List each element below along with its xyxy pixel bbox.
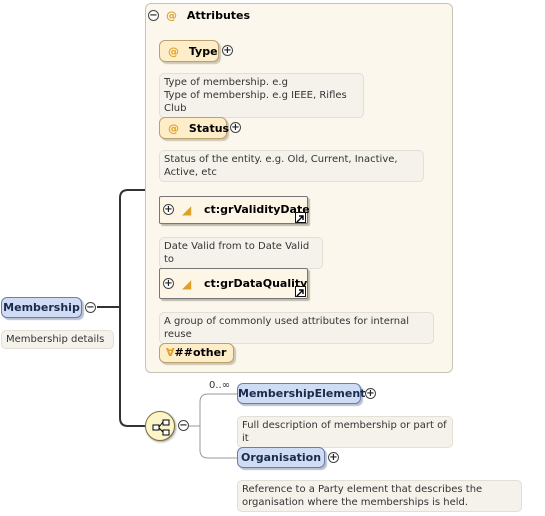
attributes-header-label: Attributes bbox=[186, 9, 251, 22]
validity-group-label: ct:grValidityDate bbox=[204, 203, 310, 216]
root-collapse-toggle[interactable]: − bbox=[85, 302, 96, 313]
attributes-collapse-toggle[interactable]: − bbox=[148, 10, 159, 21]
organisation-desc-line: Reference to a Party element that descri… bbox=[242, 484, 483, 495]
membership-element-description: Full description of membership or part o… bbox=[237, 416, 453, 448]
sequence-collapse-toggle[interactable]: − bbox=[178, 420, 189, 431]
validity-expand-toggle[interactable]: + bbox=[163, 204, 174, 215]
any-icon: ∀ bbox=[166, 346, 175, 359]
membership-element-expand-toggle[interactable]: + bbox=[365, 388, 376, 399]
group-icon: ◢ bbox=[182, 277, 192, 291]
any-attribute-other[interactable]: ∀##other bbox=[159, 343, 234, 363]
attribute-status-desc-line: Active, etc bbox=[164, 167, 217, 178]
attribute-type-description: Type of membership. e.g Type of membersh… bbox=[159, 73, 364, 118]
root-element-membership[interactable]: Membership bbox=[1, 297, 82, 318]
root-description: Membership details bbox=[1, 330, 114, 349]
quality-description: A group of commonly used attributes for … bbox=[159, 312, 434, 344]
branch-connector bbox=[119, 189, 145, 427]
attribute-status[interactable]: @ Status bbox=[159, 117, 230, 139]
sequence-cardinality: 0..∞ bbox=[209, 380, 231, 391]
organisation-description: Reference to a Party element that descri… bbox=[237, 480, 522, 512]
attribute-status-desc-line: Status of the entity. e.g. Old, Current,… bbox=[164, 154, 398, 165]
at-icon: @ bbox=[168, 45, 179, 58]
attribute-status-description: Status of the entity. e.g. Old, Current,… bbox=[159, 150, 424, 182]
external-link-icon[interactable] bbox=[295, 212, 306, 223]
any-attribute-label: ##other bbox=[174, 346, 227, 359]
quality-expand-toggle[interactable]: + bbox=[163, 278, 174, 289]
at-icon: @ bbox=[168, 122, 179, 135]
validity-description: Date Valid from to Date Valid to bbox=[159, 237, 323, 269]
attribute-type-desc-line: Type of membership. e.g bbox=[164, 77, 288, 88]
at-icon: @ bbox=[166, 9, 177, 22]
attribute-type-desc-line: Type of membership. e.g IEEE, Rifles Clu… bbox=[164, 90, 347, 114]
external-link-icon[interactable] bbox=[295, 286, 306, 297]
group-icon: ◢ bbox=[182, 203, 192, 217]
sequence-compositor[interactable] bbox=[145, 411, 175, 441]
attribute-type-expand-toggle[interactable]: + bbox=[222, 45, 233, 56]
element-organisation[interactable]: Organisation bbox=[237, 447, 325, 468]
attribute-group-validity-date[interactable]: + ◢ ct:grValidityDate bbox=[159, 196, 310, 224]
quality-group-label: ct:grDataQuality bbox=[204, 277, 308, 290]
attribute-type-label: Type bbox=[188, 45, 218, 58]
organisation-desc-line: organisation where the memberships is he… bbox=[242, 497, 469, 508]
child-connector bbox=[199, 393, 237, 459]
attribute-type[interactable]: @ Type bbox=[159, 40, 219, 62]
element-membership-element[interactable]: MembershipElement bbox=[237, 383, 365, 404]
attributes-panel bbox=[145, 3, 453, 373]
attribute-status-expand-toggle[interactable]: + bbox=[230, 122, 241, 133]
attribute-status-label: Status bbox=[188, 122, 230, 135]
attributes-header: @ Attributes bbox=[166, 9, 250, 22]
sequence-icon bbox=[152, 419, 170, 436]
organisation-expand-toggle[interactable]: + bbox=[328, 452, 339, 463]
attribute-group-data-quality[interactable]: + ◢ ct:grDataQuality bbox=[159, 268, 308, 299]
